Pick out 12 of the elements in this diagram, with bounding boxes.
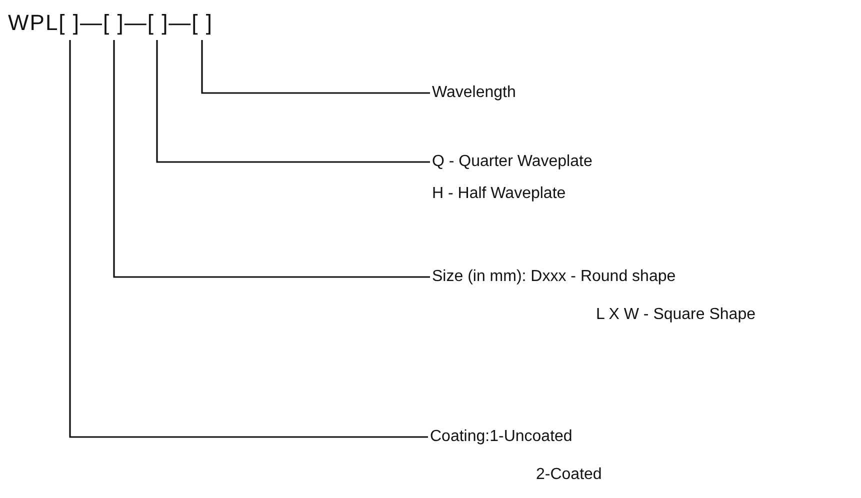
- option-description: Wavelength: [432, 83, 516, 103]
- option-description: Size (in mm): Dxxx - Round shape: [432, 267, 677, 287]
- leader-line: [201, 40, 430, 94]
- option-description: L X W - Square Shape: [596, 305, 756, 325]
- option-description: H - Half Waveplate: [432, 184, 567, 204]
- option-description: Q - Quarter Waveplate: [432, 152, 592, 172]
- part-number-code: WPL[ ]—[ ]—[ ]—[ ]: [8, 9, 214, 37]
- leader-line: [156, 40, 430, 163]
- leader-line: [113, 40, 430, 278]
- option-description: Coating:1-Uncoated: [430, 427, 574, 447]
- leader-line: [69, 40, 428, 438]
- option-description: 2-Coated: [536, 465, 602, 485]
